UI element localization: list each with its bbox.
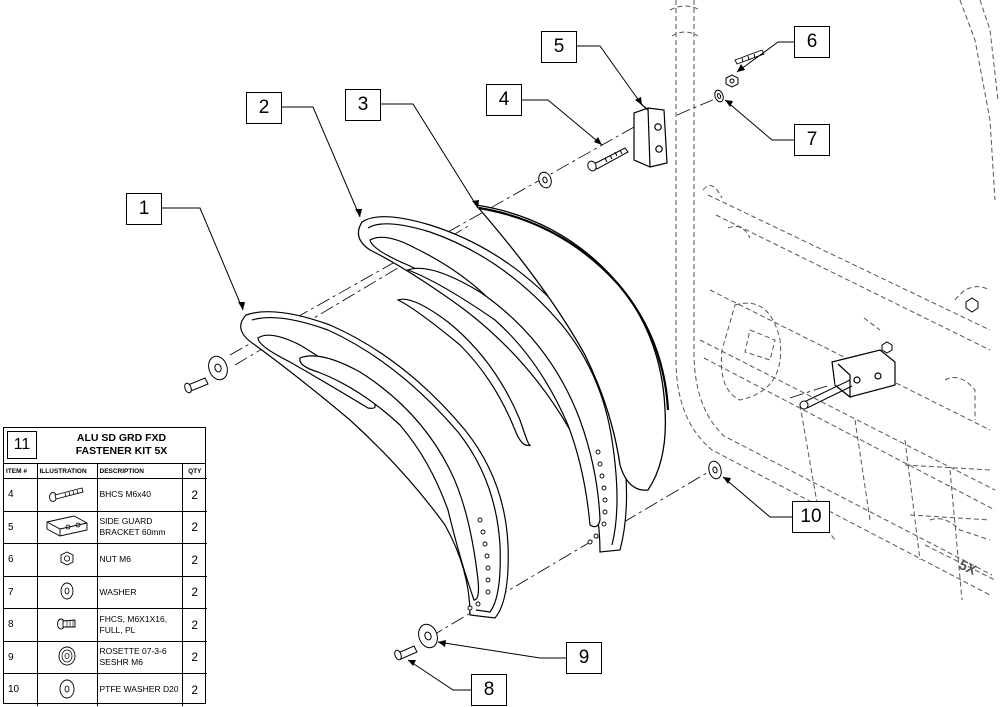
- callout-1: 1: [126, 193, 162, 225]
- fastener-kit-table: 11 ALU SD GRD FXD FASTENER KIT 5X ITEM #…: [3, 427, 207, 706]
- table-row: 7 WASHER 2: [4, 575, 207, 609]
- nut-6: [725, 74, 739, 88]
- table-row: 8 FHCS, M6X1X16, FULL, PL 2: [4, 608, 207, 642]
- callout-6: 6: [794, 26, 830, 58]
- column-header-illustration: ILLUSTRATION: [36, 464, 98, 479]
- kit-number: 11: [7, 431, 37, 459]
- side-guard-plate-2: [357, 216, 628, 553]
- table-row: 9 ROSETTE 07-3-6 SESHR M6 2: [4, 640, 207, 674]
- rosette-9: [418, 623, 438, 649]
- installed-bracket: [831, 349, 896, 399]
- row-item-number: 10: [4, 673, 38, 706]
- column-header-item: ITEM #: [4, 464, 38, 479]
- screw-icon: [57, 618, 76, 630]
- frame-nut-lower: [881, 341, 893, 354]
- bracket-icon: [46, 515, 88, 537]
- row-item-number: 8: [4, 608, 38, 642]
- row-description-line-1: SIDE GUARD: [99, 516, 153, 527]
- callout-8: 8: [471, 674, 507, 706]
- ptfe-washer-10: [708, 460, 722, 480]
- row-description-line-2: BRACKET 60mm: [99, 527, 166, 538]
- frame-nut-upper: [965, 297, 979, 313]
- parts-table: ITEM # ILLUSTRATION DESCRIPTION QTY 4 BH…: [4, 464, 207, 706]
- row-qty: 2: [181, 673, 207, 706]
- column-header-description: DESCRIPTION: [96, 464, 183, 479]
- side-guard-bracket-5: [633, 102, 668, 168]
- callout-9: 9: [566, 642, 602, 674]
- row-qty: 2: [181, 575, 207, 609]
- callout-10: 10: [792, 501, 830, 533]
- installed-bolt: [799, 379, 853, 410]
- row-description: BHCS M6x40: [99, 489, 152, 500]
- table-row: 6 NUT M6 2: [4, 543, 207, 577]
- washer-icon: [60, 582, 74, 600]
- screw-upper: [184, 377, 209, 394]
- callout-3: 3: [345, 89, 381, 121]
- table-row: 5 SIDE GUARD BRACKET 60mm 2: [4, 510, 207, 544]
- callout-5: 5: [541, 31, 577, 63]
- washer-7: [714, 89, 724, 103]
- row-item-number: 4: [4, 478, 38, 512]
- callout-leaders: [162, 41, 794, 691]
- plate-2-holes: [587, 449, 608, 545]
- threaded-stud: [734, 49, 765, 65]
- row-description-line-1: FHCS, M6X1X16,: [99, 613, 168, 624]
- row-item-number: 6: [4, 543, 38, 577]
- screw-8: [394, 645, 418, 661]
- row-description: WASHER: [99, 586, 137, 597]
- row-qty: 2: [181, 478, 207, 512]
- row-item-number: 9: [4, 640, 38, 674]
- callout-2: 2: [246, 92, 282, 124]
- row-qty: 2: [181, 640, 207, 674]
- side-guard-cover-3: [474, 204, 670, 491]
- bolt-4: [587, 147, 629, 172]
- washer-near-bolt: [538, 171, 552, 189]
- parts-table-header-row: ITEM # ILLUSTRATION DESCRIPTION QTY: [4, 464, 207, 479]
- row-qty: 2: [181, 510, 207, 544]
- callout-7: 7: [794, 124, 830, 156]
- row-description-line-2: FULL, PL: [99, 624, 136, 635]
- table-row: 10 PTFE WASHER D20 2: [4, 673, 207, 706]
- frame-logo-text: 5X: [957, 556, 980, 578]
- kit-title-line-1: ALU SD GRD FXD: [76, 432, 167, 444]
- row-qty: 2: [181, 608, 207, 642]
- column-header-qty: QTY: [181, 464, 207, 479]
- bolt-icon: [49, 487, 84, 502]
- kit-title: ALU SD GRD FXD FASTENER KIT 5X: [42, 432, 201, 458]
- kit-header: 11 ALU SD GRD FXD FASTENER KIT 5X: [4, 428, 205, 464]
- callout-4: 4: [486, 84, 522, 116]
- side-guard-plate-1: [240, 311, 509, 619]
- kit-title-line-2: FASTENER KIT 5X: [75, 445, 168, 457]
- plate-1-holes: [467, 517, 491, 611]
- table-row: 4 BHCS M6x40 2: [4, 478, 207, 512]
- row-item-number: 5: [4, 510, 38, 544]
- rosette-icon: [58, 646, 76, 666]
- row-description-line-2: SESHR M6: [99, 657, 143, 668]
- row-qty: 2: [181, 543, 207, 577]
- nut-icon: [60, 551, 74, 566]
- rosette-upper: [208, 355, 228, 381]
- row-description-line-1: ROSETTE 07-3-6: [99, 646, 167, 657]
- row-description: NUT M6: [99, 554, 132, 565]
- row-description: PTFE WASHER D20: [99, 684, 179, 695]
- ptfe-washer-icon: [59, 679, 75, 699]
- callout-arrowheads: [238, 64, 745, 666]
- row-item-number: 7: [4, 575, 38, 609]
